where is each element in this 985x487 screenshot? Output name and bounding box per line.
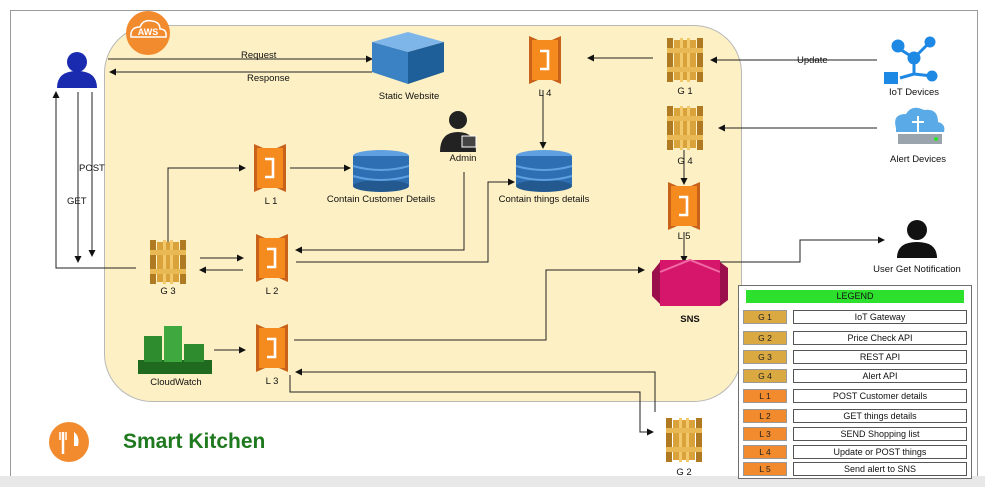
contain-things-label: Contain things details bbox=[498, 194, 590, 205]
legend-desc: REST API bbox=[793, 350, 967, 364]
aws-badge-icon bbox=[126, 11, 170, 55]
dynamodb-customer-icon bbox=[352, 149, 410, 193]
admin-label: Admin bbox=[449, 153, 477, 164]
legend-desc: GET things details bbox=[793, 409, 967, 423]
sns-icon bbox=[652, 258, 728, 306]
legend: LEGEND G 1 IoT Gateway G 2 Price Check A… bbox=[738, 285, 972, 479]
legend-code: G 4 bbox=[743, 369, 787, 383]
legend-code: G 2 bbox=[743, 331, 787, 345]
iot-devices-icon bbox=[884, 36, 938, 84]
legend-code: L 5 bbox=[743, 462, 787, 476]
update-label: Update bbox=[797, 55, 828, 66]
legend-desc: SEND Shopping list bbox=[793, 427, 967, 441]
aws-badge-label: AWS bbox=[137, 27, 159, 37]
legend-desc: IoT Gateway bbox=[793, 310, 967, 324]
l2-label: L 2 bbox=[265, 286, 279, 297]
legend-desc: Send alert to SNS bbox=[793, 462, 967, 476]
g1-label: G 1 bbox=[677, 86, 693, 97]
alert-devices-icon bbox=[895, 107, 945, 144]
admin-icon bbox=[440, 111, 477, 152]
legend-title: LEGEND bbox=[746, 290, 964, 303]
legend-desc: Alert API bbox=[793, 369, 967, 383]
smart-kitchen-logo-icon bbox=[49, 422, 89, 462]
response-label: Response bbox=[247, 73, 290, 84]
legend-code: L 2 bbox=[743, 409, 787, 423]
gateway-g1-icon bbox=[667, 38, 703, 82]
g3-label: G 3 bbox=[160, 286, 176, 297]
gateway-g2-icon bbox=[666, 418, 702, 462]
iot-devices-label: IoT Devices bbox=[889, 87, 939, 98]
lambda-l5-icon bbox=[666, 180, 702, 232]
g4-label: G 4 bbox=[677, 156, 693, 167]
aws-cloud-region bbox=[104, 25, 742, 402]
legend-code: L 4 bbox=[743, 445, 787, 459]
g2-label: G 2 bbox=[676, 467, 692, 478]
cloudwatch-label: CloudWatch bbox=[150, 377, 202, 388]
lambda-l1-icon bbox=[252, 142, 288, 194]
footer-strip bbox=[0, 476, 985, 487]
legend-code: G 3 bbox=[743, 350, 787, 364]
request-label: Request bbox=[241, 50, 277, 61]
user-notification-icon bbox=[897, 220, 937, 258]
legend-desc: Price Check API bbox=[793, 331, 967, 345]
user-notification-label: User Get Notification bbox=[873, 264, 961, 275]
static-website-icon bbox=[372, 32, 444, 84]
alert-devices-label: Alert Devices bbox=[890, 154, 946, 165]
get-label: GET bbox=[67, 196, 87, 207]
lambda-l4-icon bbox=[527, 34, 563, 86]
page-title: Smart Kitchen bbox=[123, 430, 266, 453]
gateway-g4-icon bbox=[667, 106, 703, 150]
dynamodb-things-icon bbox=[515, 149, 573, 193]
l5-label: L 5 bbox=[677, 231, 691, 242]
sns-label: SNS bbox=[680, 314, 700, 325]
legend-desc: Update or POST things bbox=[793, 445, 967, 459]
legend-code: G 1 bbox=[743, 310, 787, 324]
l3-label: L 3 bbox=[265, 376, 279, 387]
l4-label: L 4 bbox=[538, 88, 552, 99]
user-icon bbox=[57, 52, 97, 88]
post-label: POST bbox=[79, 163, 105, 174]
legend-code: L 1 bbox=[743, 389, 787, 403]
lambda-l2-icon bbox=[254, 232, 290, 284]
legend-desc: POST Customer details bbox=[793, 389, 967, 403]
gateway-g3-icon bbox=[150, 240, 186, 284]
cloudwatch-icon bbox=[138, 326, 212, 374]
lambda-l3-icon bbox=[254, 322, 290, 374]
l1-label: L 1 bbox=[264, 196, 278, 207]
static-website-label: Static Website bbox=[378, 91, 440, 102]
legend-code: L 3 bbox=[743, 427, 787, 441]
contain-customer-label: Contain Customer Details bbox=[326, 194, 436, 205]
